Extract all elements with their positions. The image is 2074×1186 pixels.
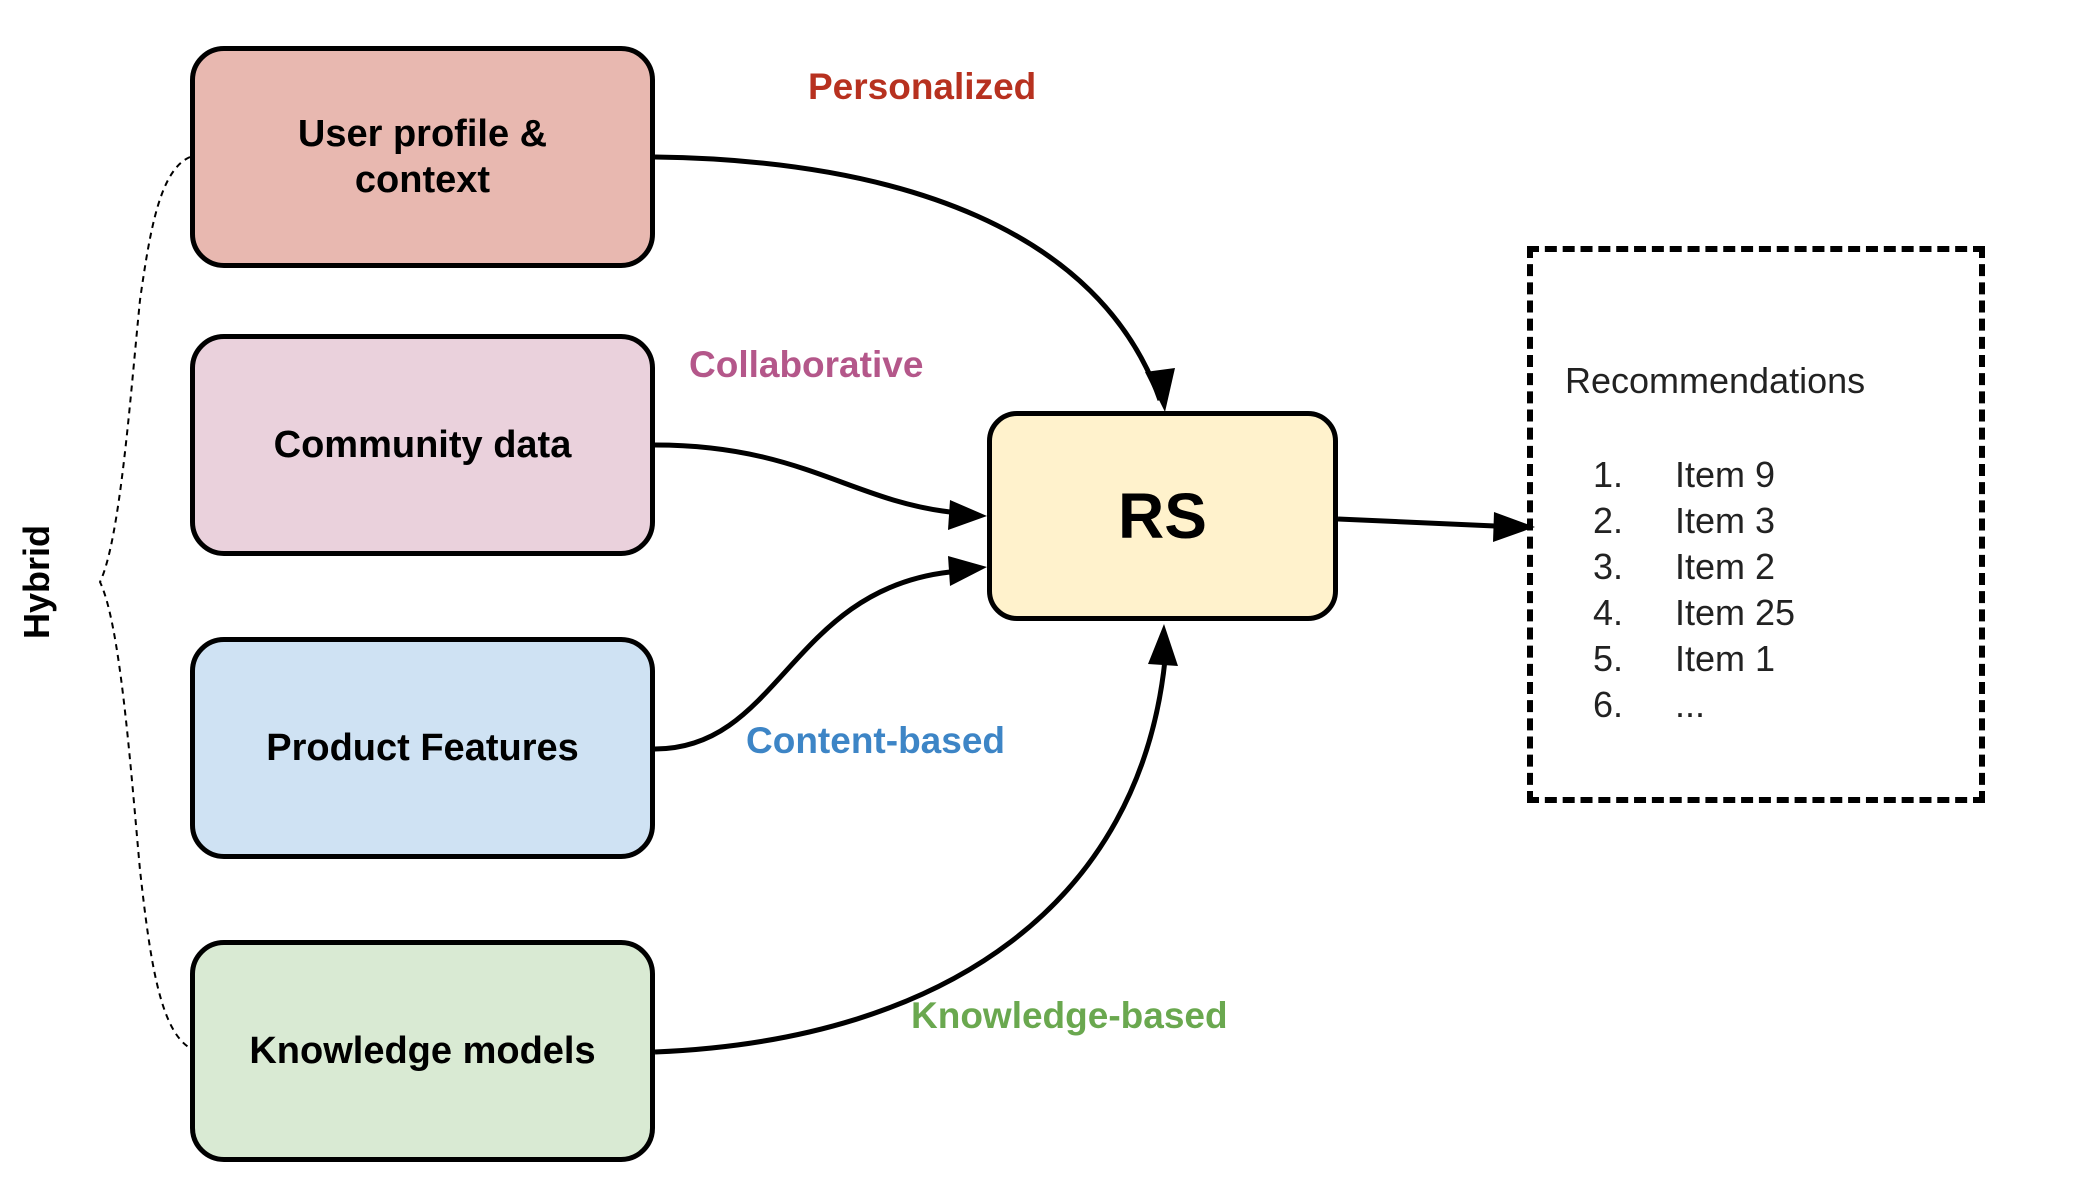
- personalized-arrow: [654, 154, 1163, 401]
- list-item-text: Item 25: [1675, 592, 1796, 633]
- content-based-arrowhead: [948, 556, 987, 586]
- knowledge-models-box: Knowledge models: [190, 940, 655, 1162]
- content-based-arrow: [654, 569, 951, 752]
- recommendations-list: 1. Item 9 2. Item 3 3. Item 2 4. Item 25 5. Item …: [1593, 452, 1795, 728]
- collaborative-label: Collaborative: [689, 344, 924, 385]
- list-item-text: Item 3: [1675, 500, 1776, 541]
- knowledge-based-arrow: [654, 659, 1168, 1055]
- community-data-label: Community data: [273, 423, 572, 466]
- list-item-number: 3.: [1593, 546, 1624, 587]
- knowledge-based-label: Knowledge-based: [911, 995, 1228, 1036]
- product-features-label: Product Features: [266, 726, 579, 769]
- user-profile-label: User profile & context: [297, 112, 548, 201]
- list-item: 2. Item 3: [1593, 498, 1795, 544]
- personalized-arrowhead: [1145, 368, 1175, 412]
- list-item: 5. Item 1: [1593, 636, 1795, 682]
- knowledge-based-arrowhead: [1148, 624, 1178, 666]
- output-arrowhead: [1493, 512, 1535, 542]
- community-data-box: Community data: [190, 334, 655, 556]
- content-based-label: Content-based: [746, 720, 1005, 761]
- rs-box: RS: [987, 411, 1338, 621]
- list-item: 1. Item 9: [1593, 452, 1795, 498]
- list-item-number: 2.: [1593, 500, 1624, 541]
- list-item-text: Item 9: [1675, 454, 1776, 495]
- list-item-number: 1.: [1593, 454, 1624, 495]
- user-profile-box: User profile & context: [190, 46, 655, 268]
- list-item: 6....: [1593, 682, 1795, 728]
- list-item-text: Item 1: [1675, 638, 1776, 679]
- personalized-label: Personalized: [808, 66, 1037, 107]
- list-item-number: 6.: [1593, 684, 1624, 725]
- recommendations-box: Recommendations 1. Item 9 2. Item 3 3. Item 2…: [1527, 246, 1985, 803]
- product-features-box: Product Features: [190, 637, 655, 859]
- knowledge-models-label: Knowledge models: [249, 1029, 596, 1072]
- recommendations-title: Recommendations: [1565, 360, 1866, 401]
- list-item: 3. Item 2: [1593, 544, 1795, 590]
- list-item-text: ...: [1675, 684, 1706, 725]
- list-item-text: Item 2: [1675, 546, 1776, 587]
- hybrid-brace: [98, 156, 191, 1049]
- collaborative-arrow: [654, 442, 951, 515]
- collaborative-arrowhead: [948, 500, 987, 530]
- list-item-number: 5.: [1593, 638, 1624, 679]
- list-item-number: 4.: [1593, 592, 1624, 633]
- output-arrow: [1337, 516, 1496, 529]
- hybrid-label: Hybrid: [16, 524, 57, 640]
- list-item: 4. Item 25: [1593, 590, 1795, 636]
- rs-label: RS: [1118, 479, 1207, 552]
